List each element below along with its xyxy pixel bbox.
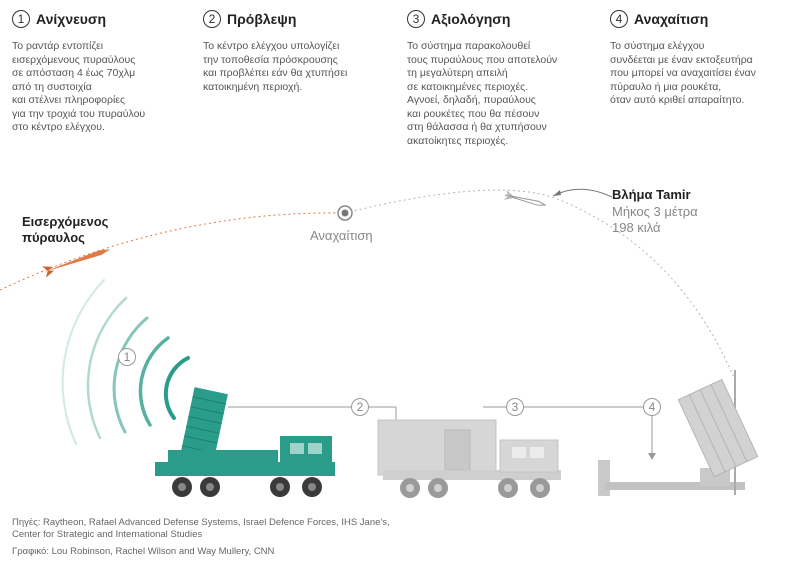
diagram-number-3: 3 [506, 398, 524, 416]
interceptor-trajectory [344, 189, 736, 381]
graphic-credit: Γραφικό: Lou Robinson, Rachel Wilson and… [12, 546, 275, 557]
arrow-head [648, 453, 656, 460]
step-number: 1 [12, 10, 30, 28]
step-title: Αναχαίτιση [634, 11, 709, 27]
tamir-name-label: Βλήμα Tamir [612, 187, 691, 202]
diagram-number-1: 1 [118, 348, 136, 366]
step-description: Το ραντάρ εντοπίζει εισερχόμενους πυραύλ… [12, 40, 146, 133]
diagram-number-2: 2 [351, 398, 369, 416]
step-interception: 4 Αναχαίτιση Το σύστημα ελέγχου συνδέετα… [610, 10, 795, 108]
step-detection: 1 Ανίχνευση Το ραντάρ εντοπίζει εισερχόμ… [12, 10, 187, 135]
incoming-missile-label: Εισερχόμενος πύραυλος [22, 214, 109, 245]
tamir-pointer-head [553, 190, 561, 196]
step-description: Το σύστημα παρακολουθεί τους πυραύλους π… [407, 40, 558, 147]
launcher-icon [598, 370, 759, 496]
diagram-number-4: 4 [643, 398, 661, 416]
step-title: Πρόβλεψη [227, 11, 297, 27]
step-number: 4 [610, 10, 628, 28]
step-title: Ανίχνευση [36, 11, 107, 27]
step-description: Το κέντρο ελέγχου υπολογίζει την τοποθεσ… [203, 40, 348, 93]
step-prediction: 2 Πρόβλεψη Το κέντρο ελέγχου υπολογίζει … [203, 10, 378, 94]
step-number: 3 [407, 10, 425, 28]
control-truck-icon [377, 419, 561, 498]
intercept-label: Αναχαίτιση [310, 228, 373, 243]
radar-waves [61, 279, 190, 445]
step-description: Το σύστημα ελέγχου συνδέεται με έναν εκτ… [610, 40, 756, 106]
step-number: 2 [203, 10, 221, 28]
intercept-target-icon [337, 205, 353, 221]
tamir-spec-label: Μήκος 3 μέτρα 198 κιλά [612, 204, 698, 235]
tamir-pointer [552, 188, 613, 198]
sources-note: Πηγές: Raytheon, Rafael Advanced Defense… [12, 517, 390, 540]
radar-truck-icon [155, 387, 335, 497]
step-evaluation: 3 Αξιολόγηση Το σύστημα παρακολουθεί του… [407, 10, 582, 148]
step-title: Αξιολόγηση [431, 11, 511, 27]
tamir-interceptor-icon [503, 190, 546, 206]
incoming-trajectory [0, 212, 346, 291]
missile-icon [42, 249, 111, 278]
